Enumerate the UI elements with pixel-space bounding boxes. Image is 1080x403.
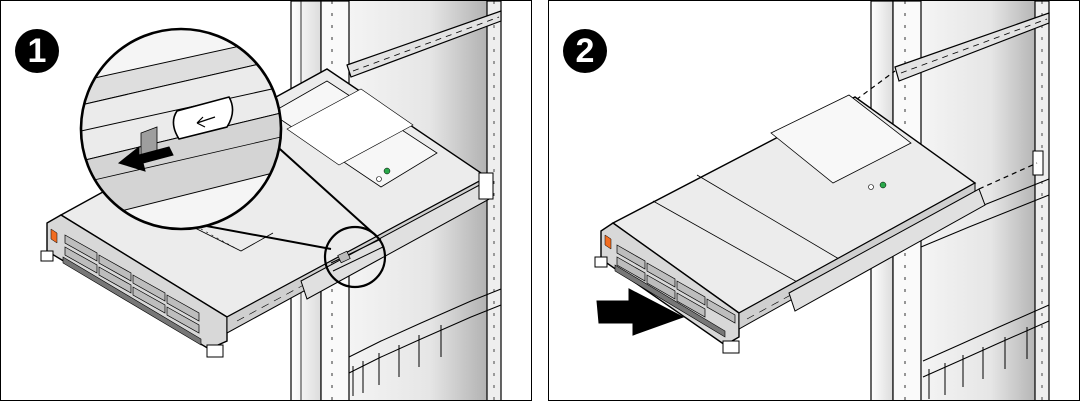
server-chassis [40,68,494,358]
upper-slide-rail [346,10,502,78]
server-chassis [594,94,986,354]
step-1-panel: 1 [0,0,532,401]
step-number-badge: 2 [563,29,607,73]
direction-arrow-icon [117,145,174,172]
release-tab-icon [172,96,234,140]
zoom-inset [79,27,283,231]
step-2-panel: 2 [548,0,1080,401]
direction-arrow-icon [596,288,685,336]
step-2-illustration [594,1,1050,400]
alignment-line-lower [978,162,1038,190]
rack-bracket [348,288,502,396]
step-number-badge: 1 [15,29,59,73]
step-1-illustration [40,1,502,400]
release-tab-highlight [323,225,387,289]
upper-slide-rail [894,12,1050,176]
